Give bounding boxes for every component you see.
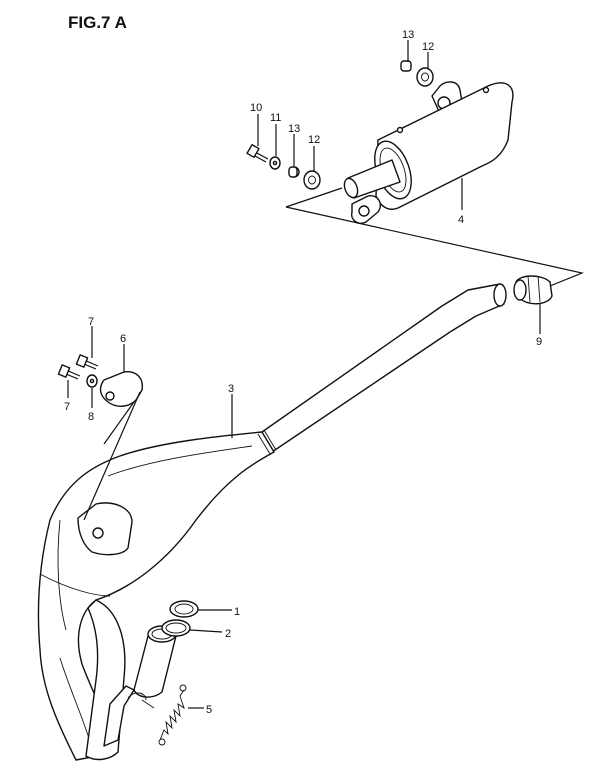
exhaust-chamber <box>37 283 507 761</box>
callout-11: 11 <box>270 112 281 124</box>
callouts: 1 2 3 4 5 6 7 7 8 9 10 11 12 13 13 12 <box>64 29 542 716</box>
callout-10: 10 <box>250 102 262 114</box>
callout-7-upper: 7 <box>88 316 94 328</box>
bolt-7-lower <box>57 364 81 380</box>
bolt-10 <box>246 143 269 163</box>
gasket-1 <box>169 600 199 618</box>
grommet-12-upper <box>416 67 434 87</box>
bolt-7-upper <box>75 354 99 370</box>
gasket-2 <box>161 619 191 637</box>
washer-11 <box>269 156 281 170</box>
collar-13-upper <box>400 60 412 72</box>
callout-6: 6 <box>120 333 126 345</box>
callout-12-lower: 12 <box>308 134 320 146</box>
muffler-silencer <box>343 81 514 224</box>
spring-5 <box>158 684 187 746</box>
washer-8 <box>86 374 98 388</box>
callout-12-upper: 12 <box>422 41 434 53</box>
callout-9: 9 <box>536 336 542 348</box>
callout-4: 4 <box>458 214 464 226</box>
callout-13-upper: 13 <box>402 29 414 41</box>
callout-8: 8 <box>88 411 94 423</box>
callout-3: 3 <box>228 383 234 395</box>
callout-7-lower: 7 <box>64 401 70 413</box>
figure-title: FIG.7 A <box>68 13 127 32</box>
callout-2: 2 <box>225 628 231 640</box>
leader-lines <box>67 40 541 709</box>
joint-gasket-9 <box>513 275 553 305</box>
callout-1: 1 <box>234 606 240 618</box>
callout-5: 5 <box>206 704 212 716</box>
callout-13-lower: 13 <box>288 123 300 135</box>
mounting-bracket-6 <box>83 371 143 521</box>
grommet-12-lower <box>303 170 321 190</box>
collar-13-lower <box>288 166 300 178</box>
